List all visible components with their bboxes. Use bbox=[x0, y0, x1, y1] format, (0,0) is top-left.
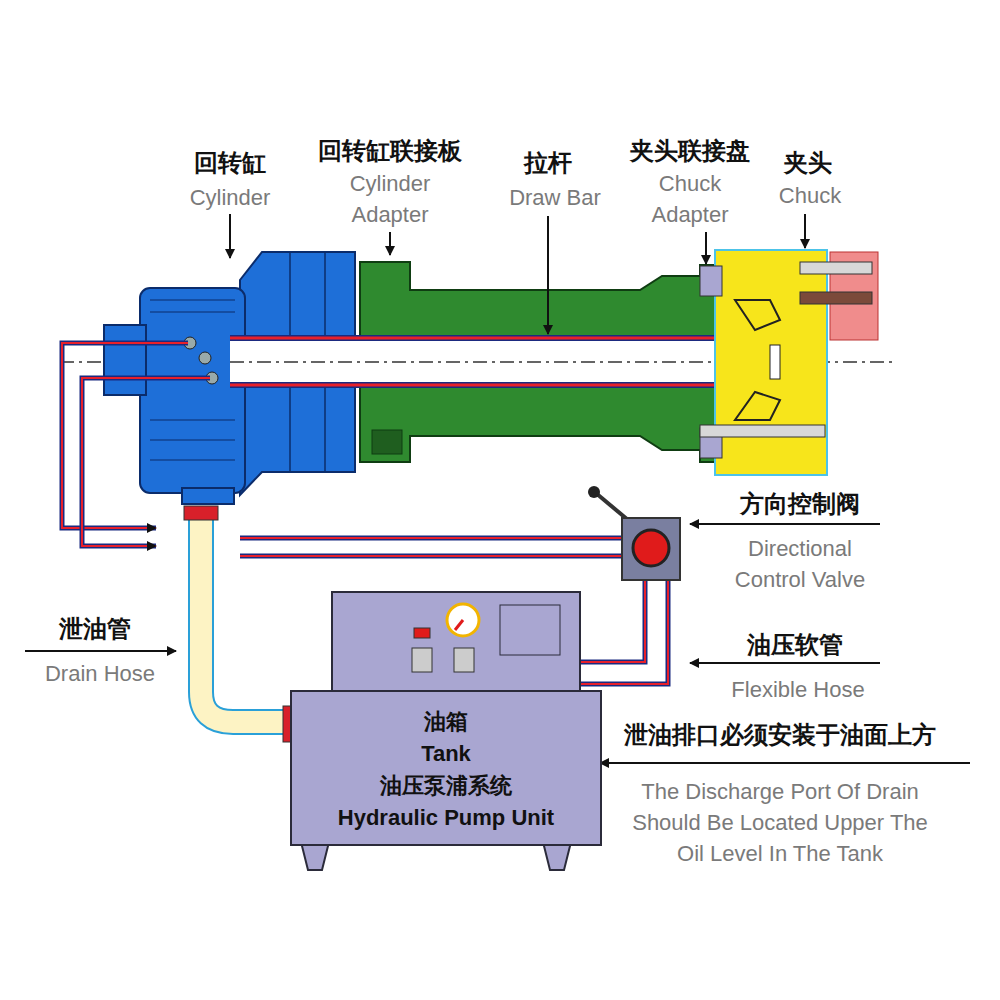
tank-text: Tank bbox=[292, 738, 600, 770]
english-part-label: Directional Control Valve bbox=[713, 533, 888, 595]
chinese-part-label: 夹头 bbox=[784, 148, 832, 178]
chinese-part-label: 油压软管 bbox=[747, 630, 843, 660]
tank-text: 油压泵浦系统 bbox=[292, 770, 600, 802]
english-part-label: Draw Bar bbox=[509, 182, 601, 213]
chinese-part-label: 回转缸 bbox=[194, 148, 266, 178]
english-part-label: Flexible Hose bbox=[731, 674, 864, 705]
english-part-label: Cylinder Adapter bbox=[330, 168, 450, 230]
tank-text: Hydraulic Pump Unit bbox=[292, 802, 600, 834]
english-part-label: Drain Hose bbox=[45, 658, 155, 689]
tank-text: 油箱 bbox=[292, 706, 600, 738]
chinese-part-label: 泄油排口必须安装于油面上方 bbox=[624, 720, 936, 750]
chinese-part-label: 泄油管 bbox=[59, 614, 131, 644]
chinese-part-label: 回转缸联接板 bbox=[318, 136, 462, 166]
english-part-label: Chuck Adapter bbox=[630, 168, 750, 230]
chinese-part-label: 拉杆 bbox=[524, 148, 572, 178]
pump-unit-tank: 油箱Tank油压泵浦系统Hydraulic Pump Unit bbox=[290, 690, 602, 846]
chinese-part-label: 夹头联接盘 bbox=[630, 136, 750, 166]
english-part-label: Cylinder bbox=[190, 182, 271, 213]
english-part-label: Chuck bbox=[779, 180, 841, 211]
english-part-label: The Discharge Port Of Drain Should Be Lo… bbox=[620, 776, 940, 869]
chinese-part-label: 方向控制阀 bbox=[740, 489, 860, 519]
